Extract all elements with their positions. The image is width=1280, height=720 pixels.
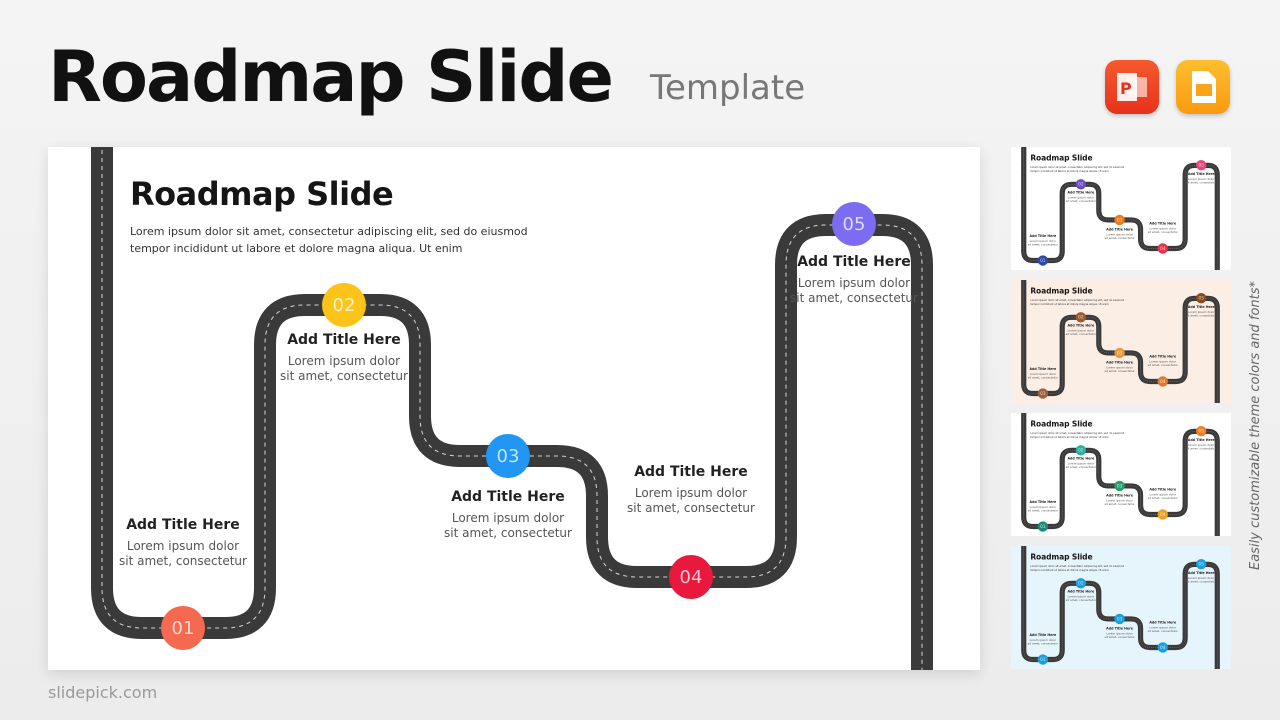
step-3-marker: 03 (1114, 214, 1125, 226)
thumbnail-slide: Roadmap Slide Lorem ipsum dolor sit amet… (1011, 147, 1231, 270)
slide-description: Lorem ipsum dolor sit amet, consectetur … (1030, 564, 1125, 572)
slide-description: Lorem ipsum dolor sit amet, consectetur … (1030, 431, 1125, 439)
slide-title: Roadmap Slide (1030, 552, 1093, 562)
step-3-marker: 03 (1114, 613, 1125, 625)
step-4-marker: 04 (1157, 243, 1168, 254)
page-title: Roadmap Slide (48, 36, 614, 118)
step-2-marker: 02 (322, 283, 366, 327)
svg-text:P: P (1120, 79, 1132, 98)
step-1-marker: 01 (1037, 388, 1049, 399)
step-1-marker: 01 (1037, 521, 1049, 532)
step-5-marker: 05 (1196, 159, 1207, 171)
slide-description: Lorem ipsum dolor sit amet, consectetur … (1030, 165, 1125, 173)
powerpoint-icon[interactable]: P (1105, 60, 1159, 114)
step-2-marker: 02 (1075, 578, 1087, 589)
footer-brand: slidepick.com (48, 683, 158, 702)
slide-title: Roadmap Slide (1030, 286, 1093, 296)
thumbnail-slide: Roadmap Slide Lorem ipsum dolor sit amet… (1011, 280, 1231, 403)
step-5-marker: 05 (1196, 292, 1207, 304)
slide-title: Roadmap Slide (1030, 153, 1093, 163)
step-4-marker: 04 (1157, 509, 1168, 520)
step-1-marker: 01 (161, 606, 205, 650)
step-2-marker: 02 (1075, 179, 1087, 190)
step-3-marker: 03 (1114, 347, 1125, 359)
step-4-marker: 04 (1157, 642, 1168, 653)
thumbnail-1[interactable]: Roadmap Slide Lorem ipsum dolor sit amet… (1011, 147, 1231, 270)
step-5-marker: 05 (1196, 425, 1207, 437)
thumbnail-slide: Roadmap Slide Lorem ipsum dolor sit amet… (1011, 546, 1231, 669)
step-3-marker: 03 (486, 434, 530, 478)
step-4-marker: 04 (1157, 376, 1168, 387)
main-slide-preview: Roadmap Slide Lorem ipsum dolor sit amet… (48, 147, 980, 670)
thumbnail-slide: Roadmap Slide Lorem ipsum dolor sit amet… (1011, 413, 1231, 536)
slide-description: Lorem ipsum dolor sit amet, consectetur … (1030, 298, 1125, 306)
thumbnail-4[interactable]: Roadmap Slide Lorem ipsum dolor sit amet… (1011, 546, 1231, 669)
page-subtitle: Template (650, 68, 806, 108)
step-2-marker: 02 (1075, 445, 1087, 456)
slide-title: Roadmap Slide (1030, 419, 1093, 429)
slide-description: Lorem ipsum dolor sit amet, consectetur … (130, 225, 528, 255)
step-3-marker: 03 (1114, 480, 1125, 492)
step-4-marker: 04 (669, 555, 713, 599)
side-note: Easily customizable theme colors and fon… (1248, 280, 1263, 570)
slide-title: Roadmap Slide (130, 175, 394, 213)
step-5-marker: 05 (832, 202, 876, 246)
thumbnail-2[interactable]: Roadmap Slide Lorem ipsum dolor sit amet… (1011, 280, 1231, 403)
step-2-marker: 02 (1075, 312, 1087, 323)
google-slides-icon[interactable] (1176, 60, 1230, 114)
step-1-marker: 01 (1037, 654, 1049, 665)
step-5-marker: 05 (1196, 558, 1207, 570)
thumbnail-3[interactable]: Roadmap Slide Lorem ipsum dolor sit amet… (1011, 413, 1231, 536)
step-1-marker: 01 (1037, 255, 1049, 266)
